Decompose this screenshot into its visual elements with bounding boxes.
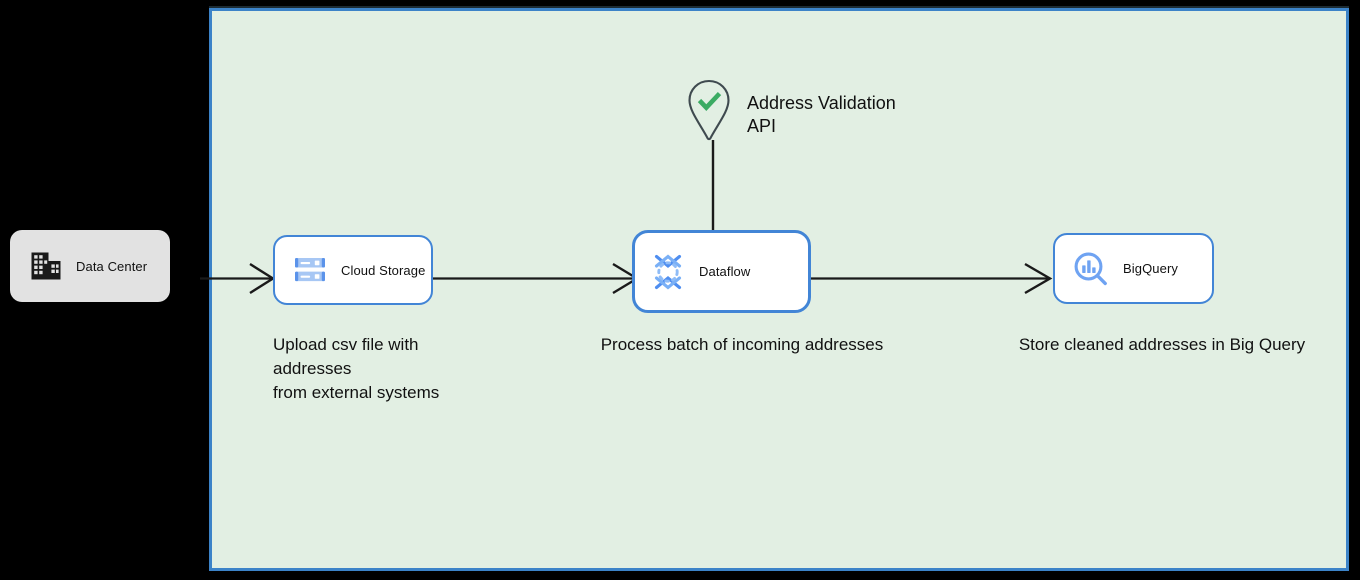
address-validation-api-label: Address Validation API	[747, 93, 896, 136]
connector-api-to-dataflow[interactable]	[706, 140, 720, 236]
node-bigquery[interactable]: BigQuery	[1053, 233, 1214, 304]
dataflow-icon	[651, 253, 685, 291]
connector-cloudstorage-to-dataflow[interactable]	[433, 251, 643, 306]
caption-bigquery: Store cleaned addresses in Big Query	[1018, 335, 1306, 354]
diagram-canvas[interactable]: Address Validation API	[200, 8, 1349, 571]
canvas-top-rule	[209, 6, 1349, 8]
connector-datacenter-to-cloudstorage[interactable]	[200, 251, 280, 306]
building-icon	[30, 251, 62, 281]
node-cloud-storage[interactable]: Cloud Storage	[273, 235, 433, 305]
caption-cloud-storage: Upload csv file with addresses from exte…	[273, 335, 440, 402]
cloud-storage-label: Cloud Storage	[341, 262, 426, 278]
data-center-label: Data Center	[76, 258, 148, 274]
bigquery-label: BigQuery	[1123, 261, 1178, 276]
node-address-validation-api[interactable]: Address Validation API	[687, 79, 896, 141]
bigquery-icon	[1073, 252, 1109, 286]
map-pin-check-icon	[687, 79, 731, 141]
connector-dataflow-to-bigquery[interactable]	[811, 251, 1056, 306]
node-dataflow[interactable]: Dataflow	[632, 230, 811, 313]
dataflow-label: Dataflow	[699, 264, 751, 279]
caption-dataflow: Process batch of incoming addresses	[600, 335, 884, 354]
cloud-storage-icon	[293, 254, 327, 286]
node-data-center[interactable]: Data Center	[10, 230, 170, 302]
